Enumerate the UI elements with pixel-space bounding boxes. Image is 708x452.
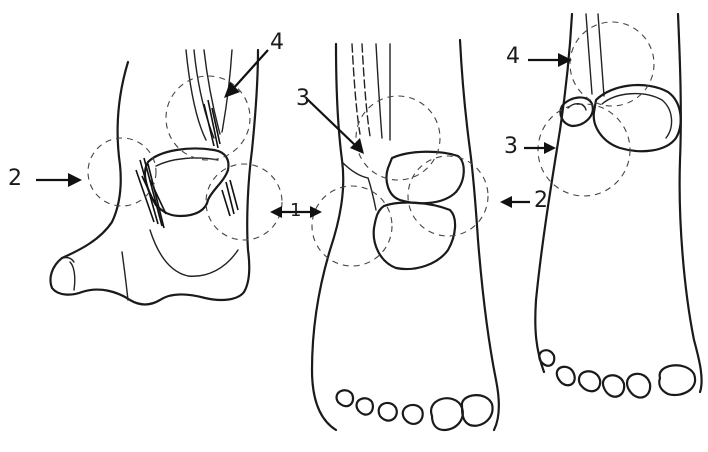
zone-circle — [206, 164, 282, 240]
label-3-right: 3 — [504, 136, 518, 158]
left-foot-drawing — [36, 50, 282, 305]
label-2-middle: 2 — [534, 190, 548, 212]
arrow-head — [68, 173, 82, 187]
arrow-head — [544, 142, 556, 154]
arrow-head — [500, 196, 512, 208]
label-4-right: 4 — [506, 46, 520, 68]
right-foot-drawing — [524, 14, 702, 398]
middle-toes — [337, 390, 493, 430]
label-1-middle: 1 — [290, 202, 301, 220]
right-toes — [539, 350, 695, 397]
label-2-left: 2 — [8, 168, 22, 190]
label-4-left: 4 — [270, 32, 284, 54]
left-ligament-hatching — [136, 100, 238, 228]
arrow-head — [350, 138, 364, 154]
label-3-middle: 3 — [296, 88, 310, 110]
zone-circle — [356, 96, 440, 180]
arrow-head — [270, 206, 282, 218]
